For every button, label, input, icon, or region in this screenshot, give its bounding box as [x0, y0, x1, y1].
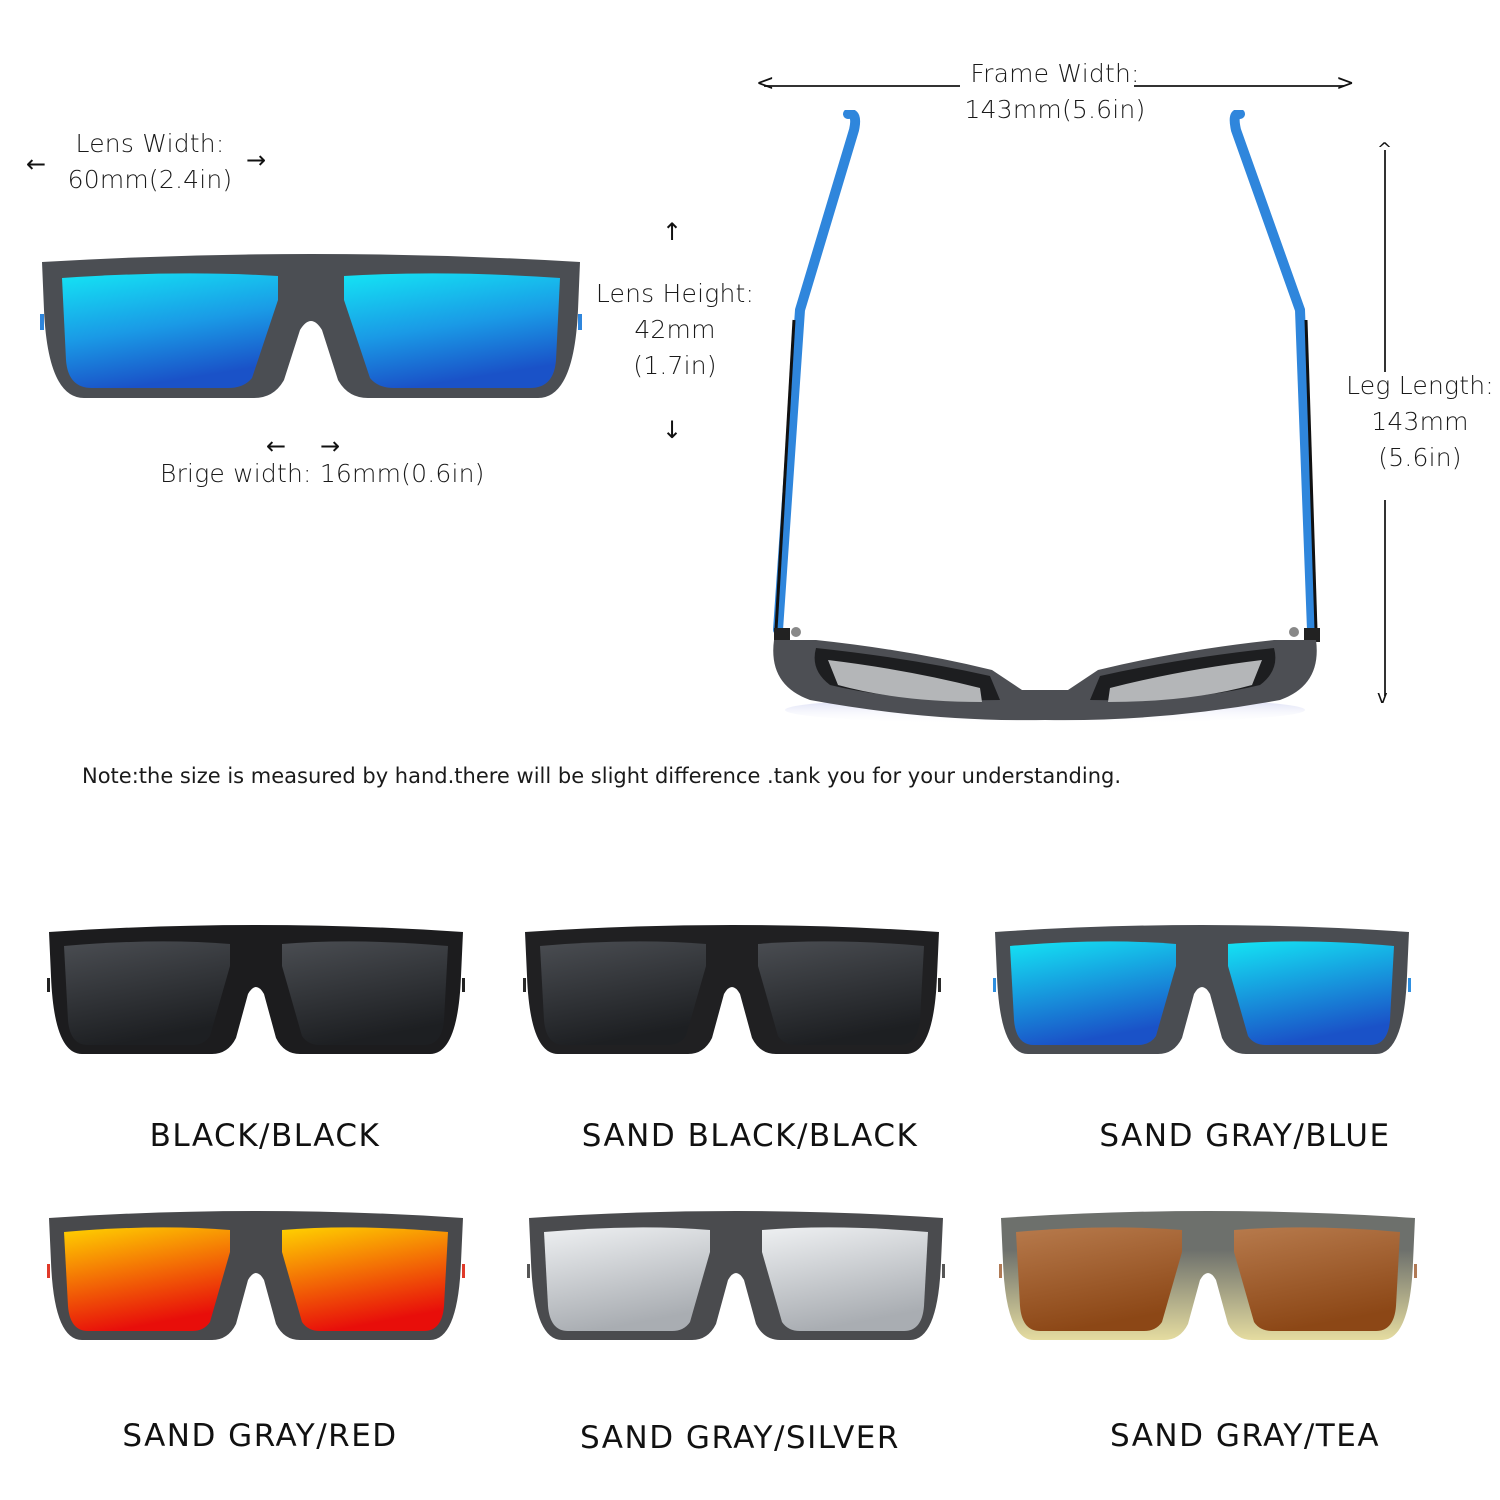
lens-height-value-in: (1.7in) [633, 351, 717, 380]
sunglasses-front-icon [523, 925, 941, 1054]
variant-label: SAND GRAY/RED [122, 1418, 398, 1454]
bridge-width-dimension: Brige width: 16mm(0.6in) [160, 456, 484, 492]
lens-height-up-arrow: ↑ [662, 218, 683, 246]
lens-width-left-arrow: ← [26, 150, 47, 178]
sunglasses-top-view-icon [773, 110, 1320, 724]
lens-height-down-arrow: ↓ [662, 416, 683, 444]
measurement-note: Note:the size is measured by hand.there … [82, 764, 1122, 788]
variant-glasses-image [46, 922, 466, 1056]
frame-width-label: Frame Width: [970, 59, 1140, 88]
lens-width-value: 60mm(2.4in) [67, 165, 233, 194]
frame-width-right-arrow: > [1336, 71, 1355, 96]
leg-length-up-arrow: ^ [1377, 139, 1393, 160]
frame-width-left-arrow: < [756, 71, 775, 96]
leg-length-line-top [1384, 150, 1386, 372]
frame-width-value: 143mm(5.6in) [964, 95, 1146, 124]
variant-glasses-image [998, 1208, 1418, 1342]
lens-width-label: Lens Width: [75, 129, 225, 158]
bridge-width-label: Brige width: [160, 459, 312, 488]
variant-glasses-image [992, 922, 1412, 1056]
sunglasses-front-icon [47, 925, 465, 1054]
bridge-width-right-arrow: → [320, 432, 341, 460]
hero-glasses-top-view [760, 110, 1330, 730]
sunglasses-front-icon [47, 1211, 465, 1340]
leg-length-label: Leg Length: [1346, 371, 1494, 400]
sunglasses-front-icon [999, 1211, 1417, 1340]
variant-glasses-image [522, 922, 942, 1056]
variant-label: SAND BLACK/BLACK [581, 1118, 919, 1154]
leg-length-line-bottom [1384, 500, 1386, 696]
sunglasses-front-icon [40, 254, 582, 398]
lens-width-right-arrow: → [246, 146, 267, 174]
leg-length-dimension: Leg Length: 143mm (5.6in) [1330, 368, 1500, 476]
hero-glasses-front [38, 250, 584, 400]
lens-height-value-mm: 42mm [634, 315, 716, 344]
lens-height-label: Lens Height: [595, 279, 755, 308]
lens-width-dimension: Lens Width: 60mm(2.4in) [50, 126, 250, 198]
variant-label: SAND GRAY/BLUE [1099, 1118, 1391, 1154]
frame-width-line-right [1134, 85, 1344, 87]
leg-length-value-mm: 143mm [1371, 407, 1469, 436]
lens-height-dimension: Lens Height: 42mm (1.7in) [590, 276, 760, 384]
variant-label: BLACK/BLACK [149, 1118, 381, 1154]
frame-width-dimension: Frame Width: 143mm(5.6in) [950, 56, 1160, 128]
variant-label: SAND GRAY/TEA [1109, 1418, 1381, 1454]
frame-width-line-left [764, 85, 960, 87]
sunglasses-front-icon [527, 1211, 945, 1340]
bridge-width-value: 16mm(0.6in) [319, 459, 485, 488]
variant-label: SAND GRAY/SILVER [580, 1420, 900, 1456]
leg-length-value-in: (5.6in) [1378, 443, 1462, 472]
bridge-width-left-arrow: ← [266, 432, 287, 460]
variant-glasses-image [526, 1208, 946, 1342]
leg-length-down-arrow: v [1377, 687, 1388, 708]
sunglasses-front-icon [993, 925, 1411, 1054]
variant-glasses-image [46, 1208, 466, 1342]
